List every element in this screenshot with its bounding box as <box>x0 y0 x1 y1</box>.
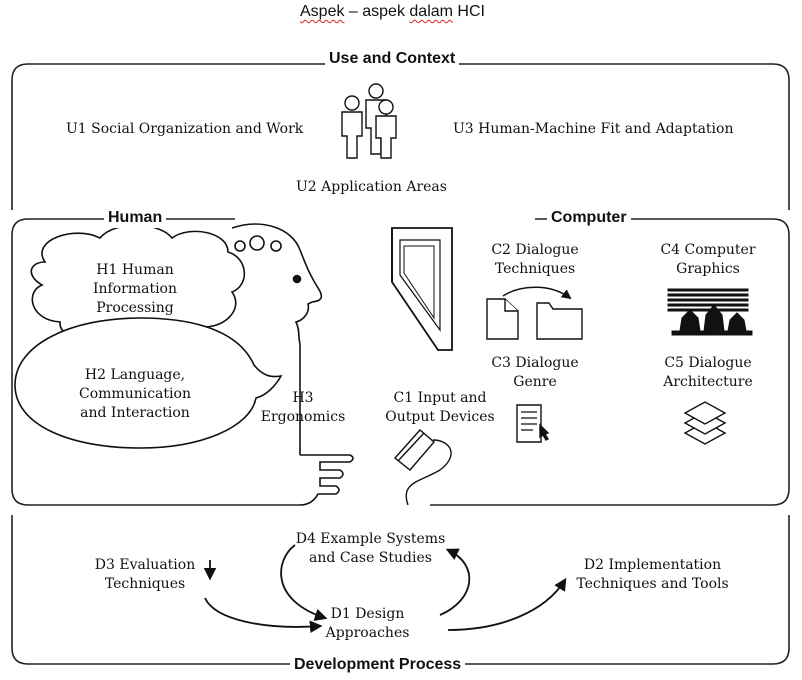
section-human: Human <box>104 208 167 228</box>
thought-cloud-icon <box>30 224 282 342</box>
d4-line-2: and Case Studies <box>309 550 432 566</box>
title-word-dalam: dalam <box>409 3 453 20</box>
d2-line-2: Techniques and Tools <box>576 576 729 592</box>
c5-line-1: C5 Dialogue <box>664 355 752 371</box>
c4-label: C4 Computer Graphics <box>648 241 768 279</box>
c5-label: C5 Dialogue Architecture <box>648 354 768 392</box>
section-use-context: Use and Context <box>325 49 460 69</box>
d3-line-1: D3 Evaluation <box>94 557 196 573</box>
section-development: Development Process <box>290 655 466 675</box>
d4-label: D4 Example Systems and Case Studies <box>293 530 448 568</box>
h2-line-2: Communication <box>79 386 191 402</box>
h1-line-1: H1 Human <box>96 262 174 278</box>
h1-line-2: Information <box>92 281 178 297</box>
d2-line-1: D2 Implementation <box>583 557 722 573</box>
h2-label: H2 Language, Communication and Interacti… <box>60 366 210 423</box>
d3-line-2: Techniques <box>104 576 186 592</box>
section-computer: Computer <box>547 208 631 228</box>
h1-line-3: Processing <box>96 300 174 316</box>
c4-line-2: Graphics <box>676 261 740 277</box>
h2-line-1: H2 Language, <box>84 367 186 383</box>
pointing-hand-icon <box>299 454 354 506</box>
computer-frame <box>430 218 790 506</box>
c2-label: C2 Dialogue Techniques <box>475 241 595 279</box>
c1-line-1: C1 Input and <box>393 390 487 406</box>
mouse-icon <box>393 429 435 471</box>
title-middle: – aspek <box>344 3 410 20</box>
c5-line-2: Architecture <box>663 374 753 390</box>
arrow-d3-to-d1 <box>204 597 323 634</box>
h3-line-2: Ergonomics <box>260 409 346 425</box>
title-tail: HCI <box>452 3 485 20</box>
c3-line-1: C3 Dialogue <box>491 355 579 371</box>
d2-label: D2 Implementation Techniques and Tools <box>570 556 735 594</box>
title-word-aspek: Aspek <box>300 3 345 20</box>
c1-line-2: Output Devices <box>385 409 495 425</box>
h1-label: H1 Human Information Processing <box>75 261 195 318</box>
mouse-cable <box>405 439 452 506</box>
document-cursor-icon <box>516 404 550 443</box>
d4-line-1: D4 Example Systems <box>295 531 446 547</box>
arrow-d1-to-d2 <box>447 577 567 631</box>
c3-line-2: Genre <box>513 374 557 390</box>
arrow-d4-to-d1 <box>280 544 328 621</box>
c1-label: C1 Input and Output Devices <box>380 389 500 427</box>
arrow-d1-to-d4 <box>439 548 471 616</box>
folders-icon <box>486 286 583 340</box>
h3-label: H3 Ergonomics <box>258 389 348 427</box>
h3-line-1: H3 <box>292 390 314 406</box>
c4-line-1: C4 Computer <box>660 242 756 258</box>
graphics-bars-icon <box>667 288 753 336</box>
monitor-icon <box>391 227 453 351</box>
human-head-icon <box>231 223 323 455</box>
c2-line-1: C2 Dialogue <box>491 242 579 258</box>
d1-line-1: D1 Design <box>330 606 405 622</box>
u2-label: U2 Application Areas <box>296 179 447 195</box>
page-title: Aspek – aspek dalam HCI <box>300 3 485 21</box>
people-icon <box>341 83 397 159</box>
d1-line-2: Approaches <box>325 625 410 641</box>
u3-label: U3 Human-Machine Fit and Adaptation <box>453 121 734 137</box>
layers-icon <box>683 401 727 445</box>
c3-label: C3 Dialogue Genre <box>475 354 595 392</box>
d3-label: D3 Evaluation Techniques <box>85 556 205 594</box>
human-frame <box>11 218 300 506</box>
c2-line-2: Techniques <box>494 261 576 277</box>
h2-line-3: and Interaction <box>80 405 190 421</box>
d1-label: D1 Design Approaches <box>310 605 425 643</box>
u1-label: U1 Social Organization and Work <box>66 121 304 137</box>
speech-bubble-icon <box>14 317 283 449</box>
